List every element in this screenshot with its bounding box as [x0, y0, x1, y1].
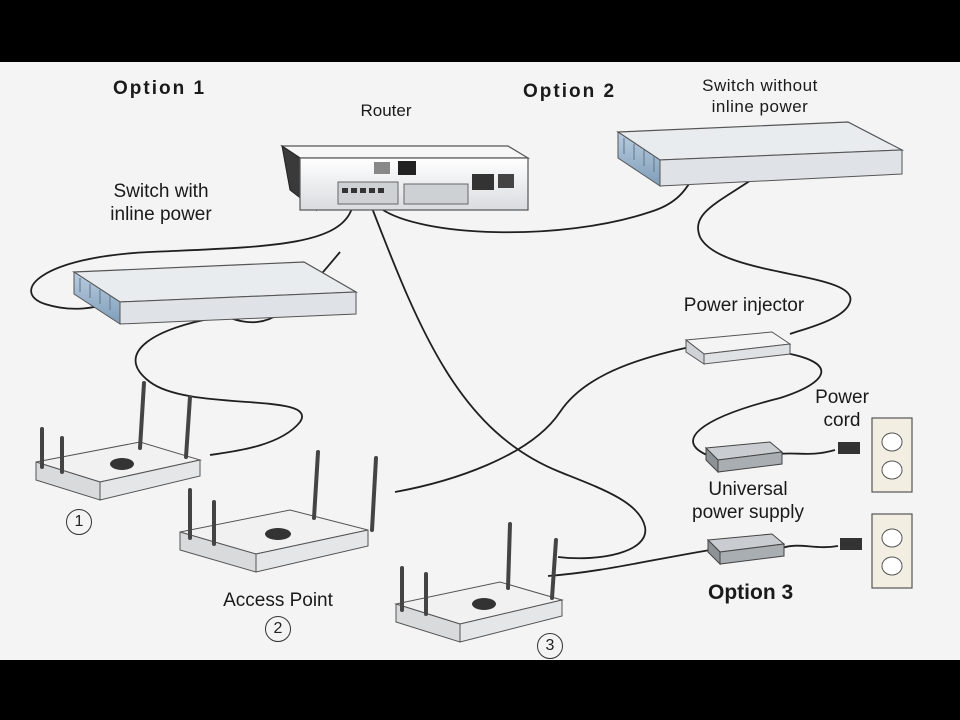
access-point-label: Access Point [223, 590, 333, 611]
access-point-1 [35, 381, 202, 501]
switch-without-power-label-line1: Switch without [702, 76, 818, 95]
switch-with-inline-power [72, 261, 359, 325]
switch-with-power-label-line2: inline power [110, 204, 212, 225]
cable-switch-ap1 [134, 317, 303, 456]
access-point-number-1: 1 [66, 509, 92, 535]
switch-without-power-label-line2: inline power [711, 97, 809, 116]
option-3-label: Option 3 [708, 581, 794, 604]
power-injector [684, 331, 792, 365]
power-cord-label-line1: Power [815, 387, 869, 408]
diagram-canvas: Option 1 Option 2 Option 3 Router Switch… [0, 62, 960, 660]
universal-power-supply-label-line1: Universal [708, 479, 788, 500]
access-point-number-3: 3 [537, 633, 563, 659]
cable-injector-to-ap2 [394, 346, 691, 493]
option-1-label: Option 1 [113, 78, 207, 99]
cable-router-switch-no-power [379, 169, 701, 234]
wall-outlet-2 [871, 513, 913, 589]
access-point-2 [179, 450, 378, 573]
router-label: Router [360, 101, 412, 120]
option-2-label: Option 2 [523, 81, 617, 102]
switch-with-power-label-line1: Switch with [113, 181, 209, 202]
cable-switch-no-power-to-injector [697, 173, 851, 335]
access-point-number-2: 2 [265, 616, 291, 642]
power-cord-label-line2: cord [823, 410, 861, 431]
cable-ups2-to-cord [781, 544, 839, 549]
cable-ups2-to-ap3 [547, 549, 711, 577]
cable-router-ap3 [371, 207, 646, 560]
plug-1 [838, 442, 860, 454]
cable-router-switch-inline [30, 207, 353, 310]
cable-injector-to-ups [692, 351, 823, 458]
cable-ups-to-cord [777, 449, 836, 455]
network-diagram [30, 121, 913, 643]
access-point-3 [394, 522, 564, 643]
wall-outlet-1 [871, 417, 913, 493]
universal-power-supply-1 [704, 441, 784, 474]
universal-power-supply-2 [706, 533, 786, 566]
switch-without-inline-power [616, 121, 905, 187]
power-injector-label: Power injector [683, 295, 805, 316]
plug-2 [840, 538, 862, 550]
universal-power-supply-label-line2: power supply [692, 502, 804, 523]
router [280, 144, 531, 212]
